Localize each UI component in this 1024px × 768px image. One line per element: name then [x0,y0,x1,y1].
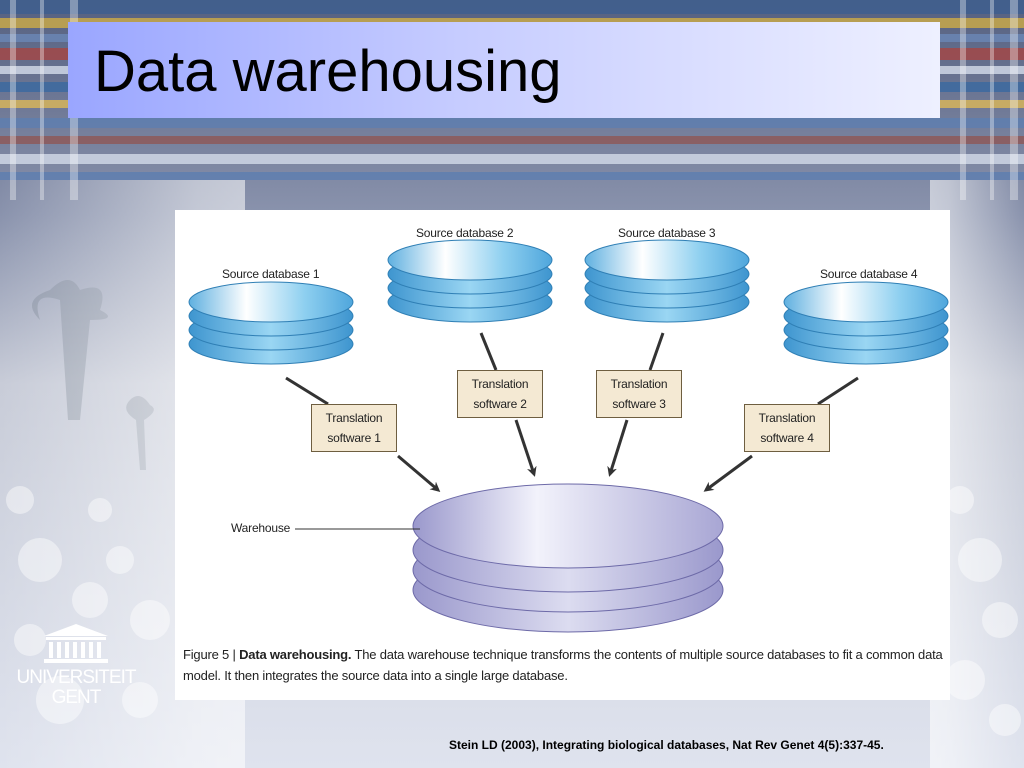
translation-box-line2: software 3 [612,397,666,411]
title-bar: Data warehousing [68,22,940,118]
source-to-translation-lines [285,332,859,406]
warehouse-label: Warehouse [231,521,291,535]
translation-box-line2: software 1 [327,431,381,445]
translation-software-2-box: Translation software 2 [457,370,543,418]
translation-box-line1: Translation [610,377,668,391]
source-database-4-cylinder [783,281,949,365]
figure-caption: Figure 5 | Data warehousing. The data wa… [183,644,953,686]
source-database-2-label: Source database 2 [416,226,514,240]
translation-box-line1: Translation [471,377,529,391]
slide-title: Data warehousing [94,39,562,104]
translation-software-1-box: Translation software 1 [311,404,397,452]
translation-box-line2: software 2 [473,397,527,411]
source-database-1-label: Source database 1 [222,267,320,281]
source-database-1-cylinder [188,281,354,365]
citation: Stein LD (2003), Integrating biological … [449,738,884,752]
building-logo-icon [44,624,108,663]
translation-box-line1: Translation [758,411,816,425]
translation-software-4-box: Translation software 4 [744,404,830,452]
figure-caption-text: The data warehouse technique transforms … [183,647,943,683]
translation-to-warehouse-arrows [397,419,753,492]
translation-software-3-box: Translation software 3 [596,370,682,418]
translation-box-line1: Translation [325,411,383,425]
source-database-3-label: Source database 3 [618,226,716,240]
figure-number: Figure 5 | [183,647,236,662]
logo-text-line2: GENT [51,687,102,708]
source-database-2-cylinder [387,239,553,323]
figure-title: Data warehousing. [239,647,352,662]
source-database-3-cylinder [584,239,750,323]
translation-box-line2: software 4 [760,431,814,445]
university-logo: UNIVERSITEIT GENT [14,622,138,712]
warehouse-cylinder [412,483,724,633]
source-database-4-label: Source database 4 [820,267,918,281]
logo-text-line1: UNIVERSITEIT [16,667,137,688]
